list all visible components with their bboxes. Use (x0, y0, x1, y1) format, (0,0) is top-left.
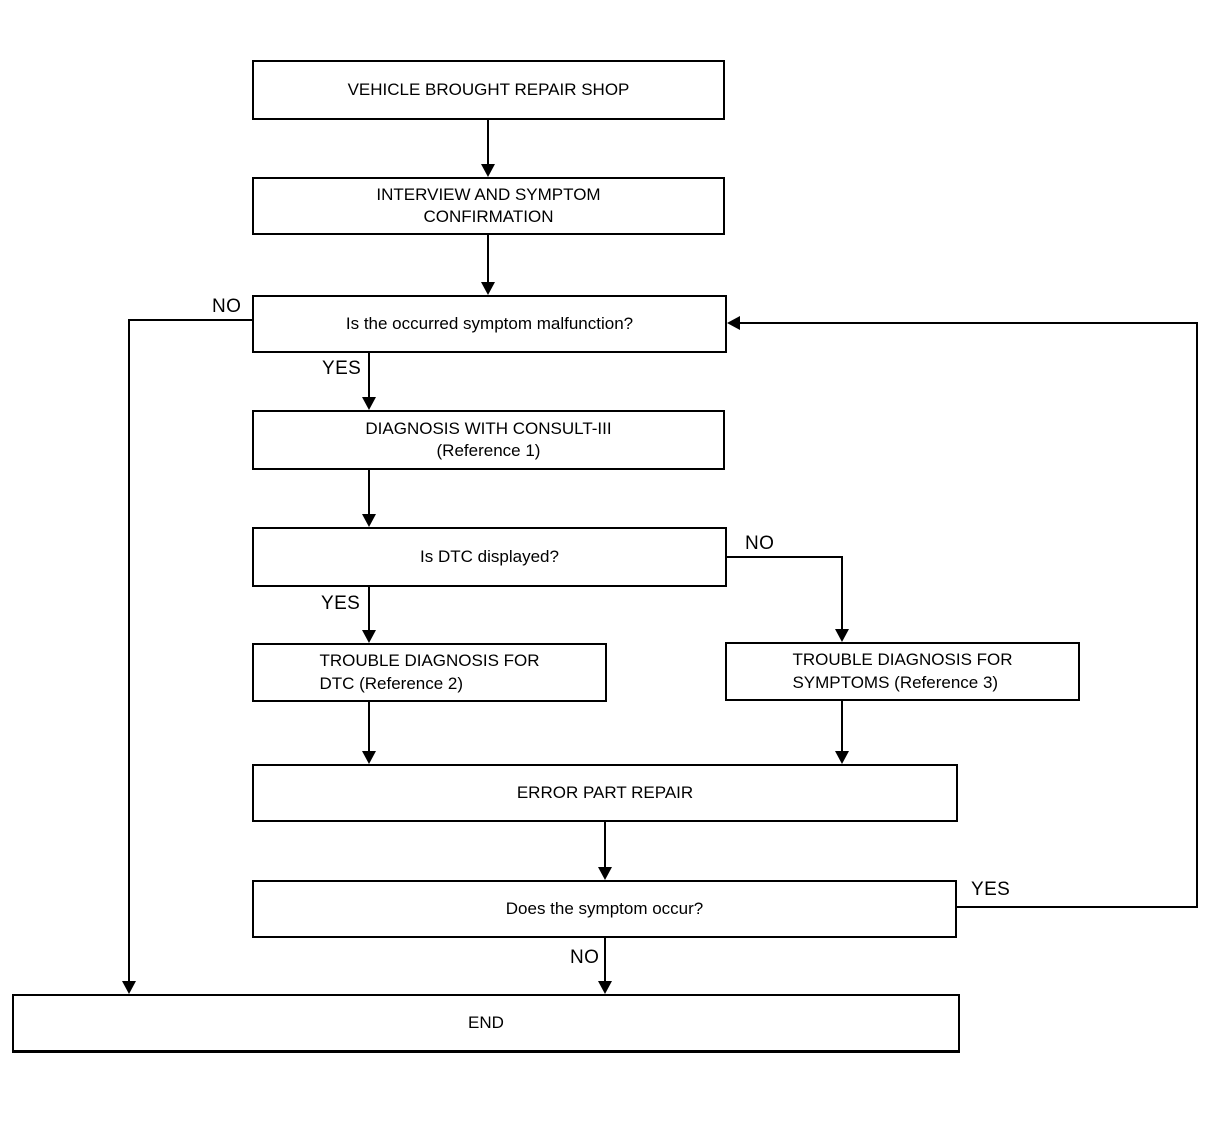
node-label: Is the occurred symptom malfunction? (345, 313, 634, 333)
arrowhead-down-icon (481, 282, 495, 295)
arrowhead-down-icon (362, 397, 376, 410)
node-end: END (12, 994, 960, 1053)
connector-b4-b5 (368, 470, 370, 516)
node-label: DIAGNOSIS WITH CONSULT-III (Reference 1) (365, 418, 612, 460)
arrowhead-down-icon (835, 629, 849, 642)
node-interview-symptom-confirmation: INTERVIEW AND SYMPTOM CONFIRMATION (252, 177, 725, 235)
node-label: TROUBLE DIAGNOSIS FOR SYMPTOMS (Referenc… (792, 650, 1013, 692)
node-label: Does the symptom occur? (505, 898, 704, 918)
node-trouble-diagnosis-symptoms: TROUBLE DIAGNOSIS FOR SYMPTOMS (Referenc… (725, 642, 1080, 701)
connector-b3-yes-b4 (368, 353, 370, 399)
node-diagnosis-consult-iii: DIAGNOSIS WITH CONSULT-III (Reference 1) (252, 410, 725, 470)
arrowhead-down-icon (598, 867, 612, 880)
node-label: TROUBLE DIAGNOSIS FOR DTC (Reference 2) (319, 651, 540, 693)
arrowhead-down-icon (481, 164, 495, 177)
edge-label-dtc-no: NO (745, 533, 775, 554)
edge-label-malfunction-no: NO (212, 296, 242, 317)
node-error-part-repair: ERROR PART REPAIR (252, 764, 958, 822)
node-label: INTERVIEW AND SYMPTOM CONFIRMATION (376, 184, 601, 226)
connector-b6l-b7 (368, 702, 370, 753)
connector-b3-no-vertical (128, 319, 130, 983)
edge-label-symptom-occur-no: NO (570, 947, 600, 968)
node-trouble-diagnosis-dtc: TROUBLE DIAGNOSIS FOR DTC (Reference 2) (252, 643, 607, 702)
node-label: Is DTC displayed? (420, 546, 559, 566)
arrowhead-down-icon (362, 514, 376, 527)
node-label: VEHICLE BROUGHT REPAIR SHOP (347, 79, 630, 99)
arrowhead-down-icon (362, 751, 376, 764)
node-symptom-occur-question: Does the symptom occur? (252, 880, 957, 938)
edge-label-symptom-occur-yes: YES (971, 879, 1011, 900)
connector-loop-top-horizontal (740, 322, 1198, 324)
connector-b5-no-vertical (841, 556, 843, 631)
node-symptom-malfunction-question: Is the occurred symptom malfunction? (252, 295, 727, 353)
node-dtc-displayed-question: Is DTC displayed? (252, 527, 727, 587)
arrowhead-down-icon (598, 981, 612, 994)
arrowhead-down-icon (835, 751, 849, 764)
connector-b2-b3 (487, 235, 489, 284)
connector-b3-no-horizontal (128, 319, 252, 321)
node-label: ERROR PART REPAIR (516, 782, 694, 802)
node-label: END (468, 1012, 504, 1032)
node-vehicle-brought-repair-shop: VEHICLE BROUGHT REPAIR SHOP (252, 60, 725, 120)
connector-b8-yes-vertical (1196, 322, 1198, 908)
connector-b1-b2 (487, 120, 489, 166)
edge-label-dtc-yes: YES (321, 593, 361, 614)
connector-b6r-b7 (841, 701, 843, 753)
connector-b8-no-end (604, 938, 606, 983)
edge-label-malfunction-yes: YES (322, 358, 362, 379)
connector-b5-no-horizontal (727, 556, 843, 558)
arrowhead-down-icon (362, 630, 376, 643)
connector-b7-b8 (604, 822, 606, 869)
arrowhead-down-icon (122, 981, 136, 994)
arrowhead-left-icon (727, 316, 740, 330)
connector-b5-yes-b6l (368, 587, 370, 632)
connector-b8-yes-horizontal (957, 906, 1198, 908)
